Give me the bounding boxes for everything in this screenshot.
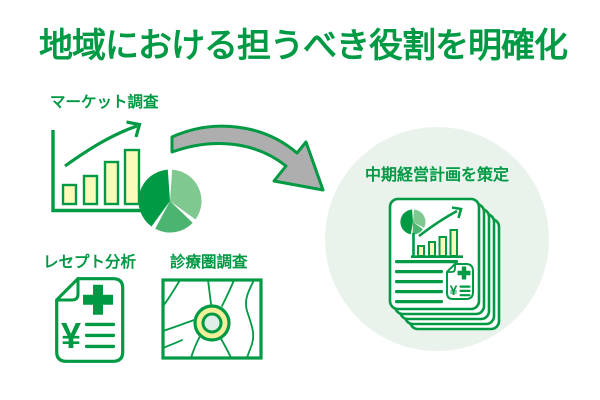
page-title: 地域における担うべき役割を明確化 xyxy=(39,27,568,65)
mini-bar-chart-icon xyxy=(411,229,463,258)
market-survey-label: マーケット調査 xyxy=(50,94,159,111)
mini-yen-symbol: ¥ xyxy=(450,282,458,298)
mini-pie-chart-icon xyxy=(400,209,426,235)
flow-arrow-icon xyxy=(170,124,325,192)
plan-label: 中期経営計画を策定 xyxy=(364,167,509,184)
yen-symbol: ¥ xyxy=(61,315,81,356)
receipt-document-icon: ¥ xyxy=(55,277,125,363)
text-lines xyxy=(85,322,115,349)
pie-chart-icon xyxy=(138,169,202,233)
folded-corner xyxy=(55,277,80,302)
medical-cross-icon xyxy=(83,284,113,315)
report-text-lines xyxy=(395,260,458,304)
mini-receipt-icon: ¥ xyxy=(446,263,474,300)
map-icon xyxy=(161,278,263,360)
receipt-analysis-label: レセプト分析 xyxy=(43,254,137,271)
report-stack-icon: ¥ xyxy=(388,197,501,331)
bar-chart-icon xyxy=(51,120,146,213)
map-target-icon xyxy=(193,304,231,342)
mini-trend-arrow-icon xyxy=(418,206,463,238)
clinic-area-label: 診療圏調査 xyxy=(170,254,248,271)
trend-arrow-icon xyxy=(64,120,142,168)
bar-series xyxy=(61,148,141,206)
mini-medical-cross-icon xyxy=(457,266,471,280)
